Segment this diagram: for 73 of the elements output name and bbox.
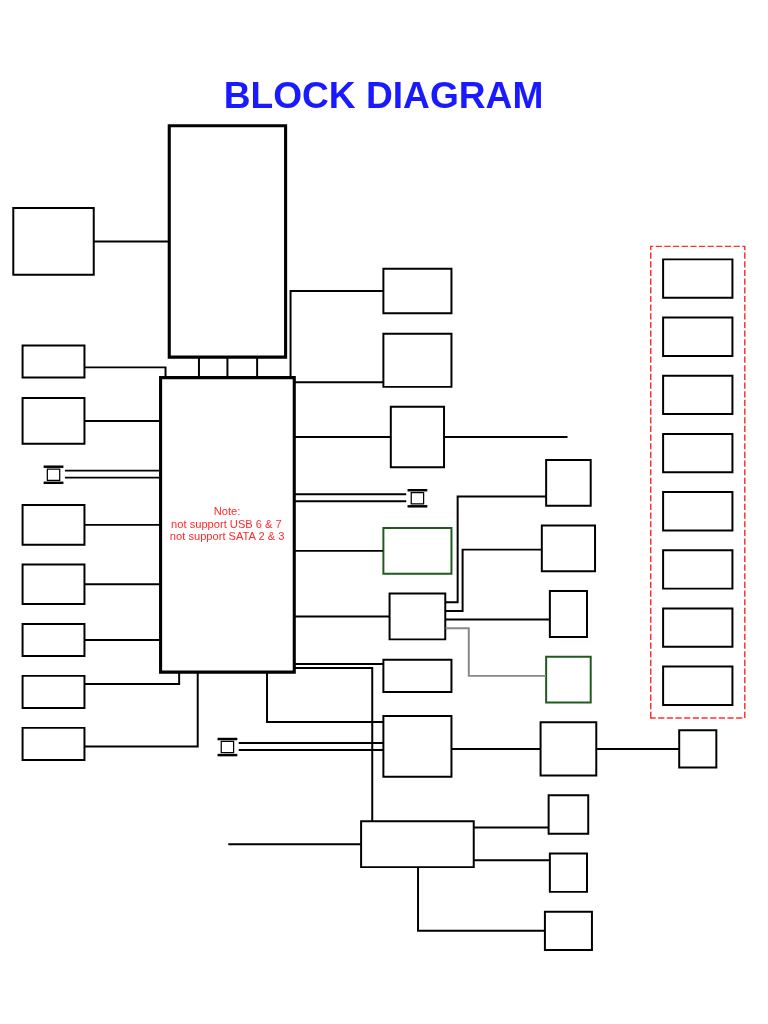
node-box — [21, 726, 86, 761]
connector — [417, 865, 546, 932]
node-box — [12, 206, 95, 276]
connector — [83, 419, 162, 422]
node-box — [662, 257, 734, 299]
connector — [293, 549, 384, 552]
node-box — [548, 852, 588, 893]
node-box — [382, 332, 453, 388]
node-box — [21, 563, 86, 605]
connector — [595, 747, 680, 750]
connector — [444, 618, 551, 621]
node-box — [678, 728, 718, 768]
connector — [293, 615, 391, 617]
connector — [226, 356, 229, 378]
connector — [83, 365, 167, 378]
node-box — [167, 123, 288, 359]
connector — [444, 548, 543, 612]
node-box — [547, 793, 590, 835]
connector — [293, 662, 384, 665]
connector — [83, 671, 181, 685]
node-box — [662, 316, 734, 357]
node-box — [21, 343, 86, 379]
node-box — [21, 503, 86, 546]
connector — [83, 523, 162, 526]
node-box — [382, 267, 453, 314]
connector — [293, 435, 392, 438]
connector — [227, 842, 362, 845]
node-box — [662, 665, 734, 706]
connector — [473, 858, 551, 861]
connector — [92, 239, 171, 242]
cluster — [650, 245, 746, 719]
node-box — [662, 490, 734, 531]
node-box — [388, 592, 447, 640]
connector — [293, 499, 408, 502]
node-box — [662, 374, 734, 415]
connector — [197, 356, 200, 378]
connector — [83, 638, 162, 641]
node-box — [21, 674, 86, 709]
node-box — [360, 819, 475, 868]
connector — [444, 626, 547, 677]
connector — [289, 289, 385, 378]
node-box — [389, 405, 445, 468]
node-box — [548, 589, 588, 638]
connector — [237, 748, 385, 751]
connector — [237, 741, 385, 744]
node-box: Note: not support USB 6 & 7 not support SATA 2 & 3 — [159, 375, 296, 674]
node-box — [545, 655, 592, 703]
diagram-title: BLOCK DIAGRAM — [223, 73, 544, 116]
node-box — [382, 658, 453, 693]
node-box — [545, 458, 592, 507]
connector — [450, 747, 542, 750]
connector — [63, 469, 162, 472]
node-box — [662, 548, 734, 590]
node-box — [540, 524, 597, 572]
connector — [293, 380, 384, 383]
node-box — [662, 432, 734, 473]
connector — [473, 826, 550, 828]
connector — [444, 494, 547, 603]
connector — [83, 582, 162, 585]
connector — [256, 356, 259, 378]
node-box — [539, 720, 598, 776]
node-box — [21, 622, 86, 657]
node-box — [662, 606, 734, 648]
connector — [293, 492, 408, 495]
node-box — [382, 526, 453, 575]
node-box — [382, 714, 453, 778]
node-box — [21, 396, 86, 445]
connector — [63, 476, 162, 479]
connector — [293, 666, 374, 822]
connector — [266, 670, 385, 723]
connector — [443, 435, 569, 438]
node-box — [543, 910, 593, 951]
connector — [83, 671, 199, 747]
